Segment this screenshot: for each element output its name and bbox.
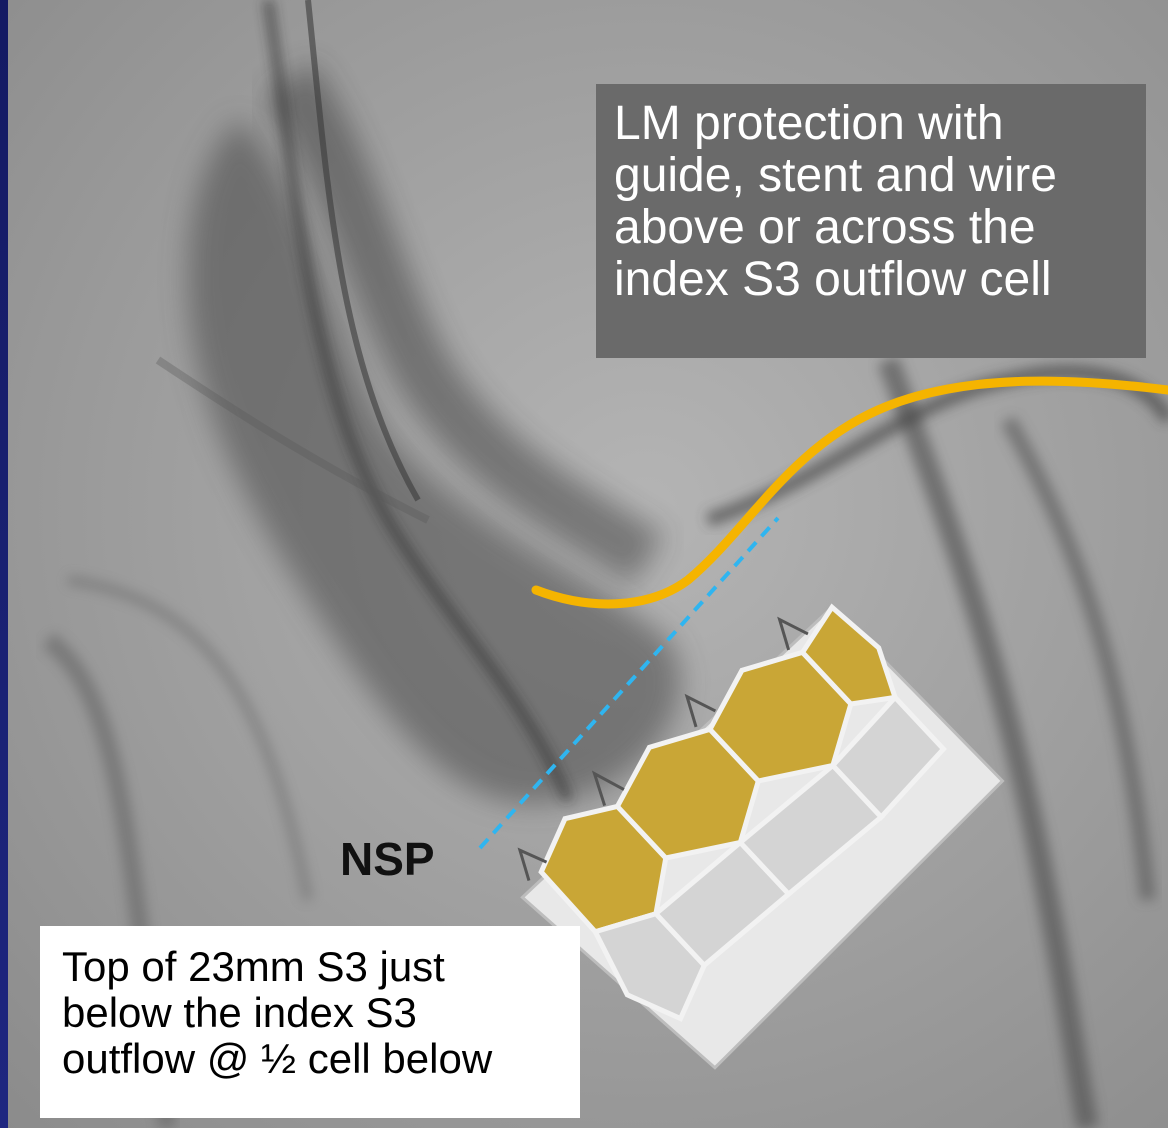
- nsp-label: NSP: [340, 832, 435, 886]
- callout-top-line-2: guide, stent and wire: [614, 150, 1132, 202]
- callout-bottom-line-2: below the index S3: [62, 990, 568, 1036]
- callout-top-line-3: above or across the: [614, 202, 1132, 254]
- callout-bottom-line-1: Top of 23mm S3 just: [62, 944, 568, 990]
- callout-top-line-1: LM protection with: [614, 98, 1132, 150]
- callout-top-line-4: index S3 outflow cell: [614, 254, 1132, 306]
- callout-lm-protection: LM protection with guide, stent and wire…: [596, 84, 1146, 358]
- callout-valve-position: Top of 23mm S3 just below the index S3 o…: [40, 926, 580, 1118]
- callout-bottom-line-3: outflow @ ½ cell below: [62, 1036, 568, 1082]
